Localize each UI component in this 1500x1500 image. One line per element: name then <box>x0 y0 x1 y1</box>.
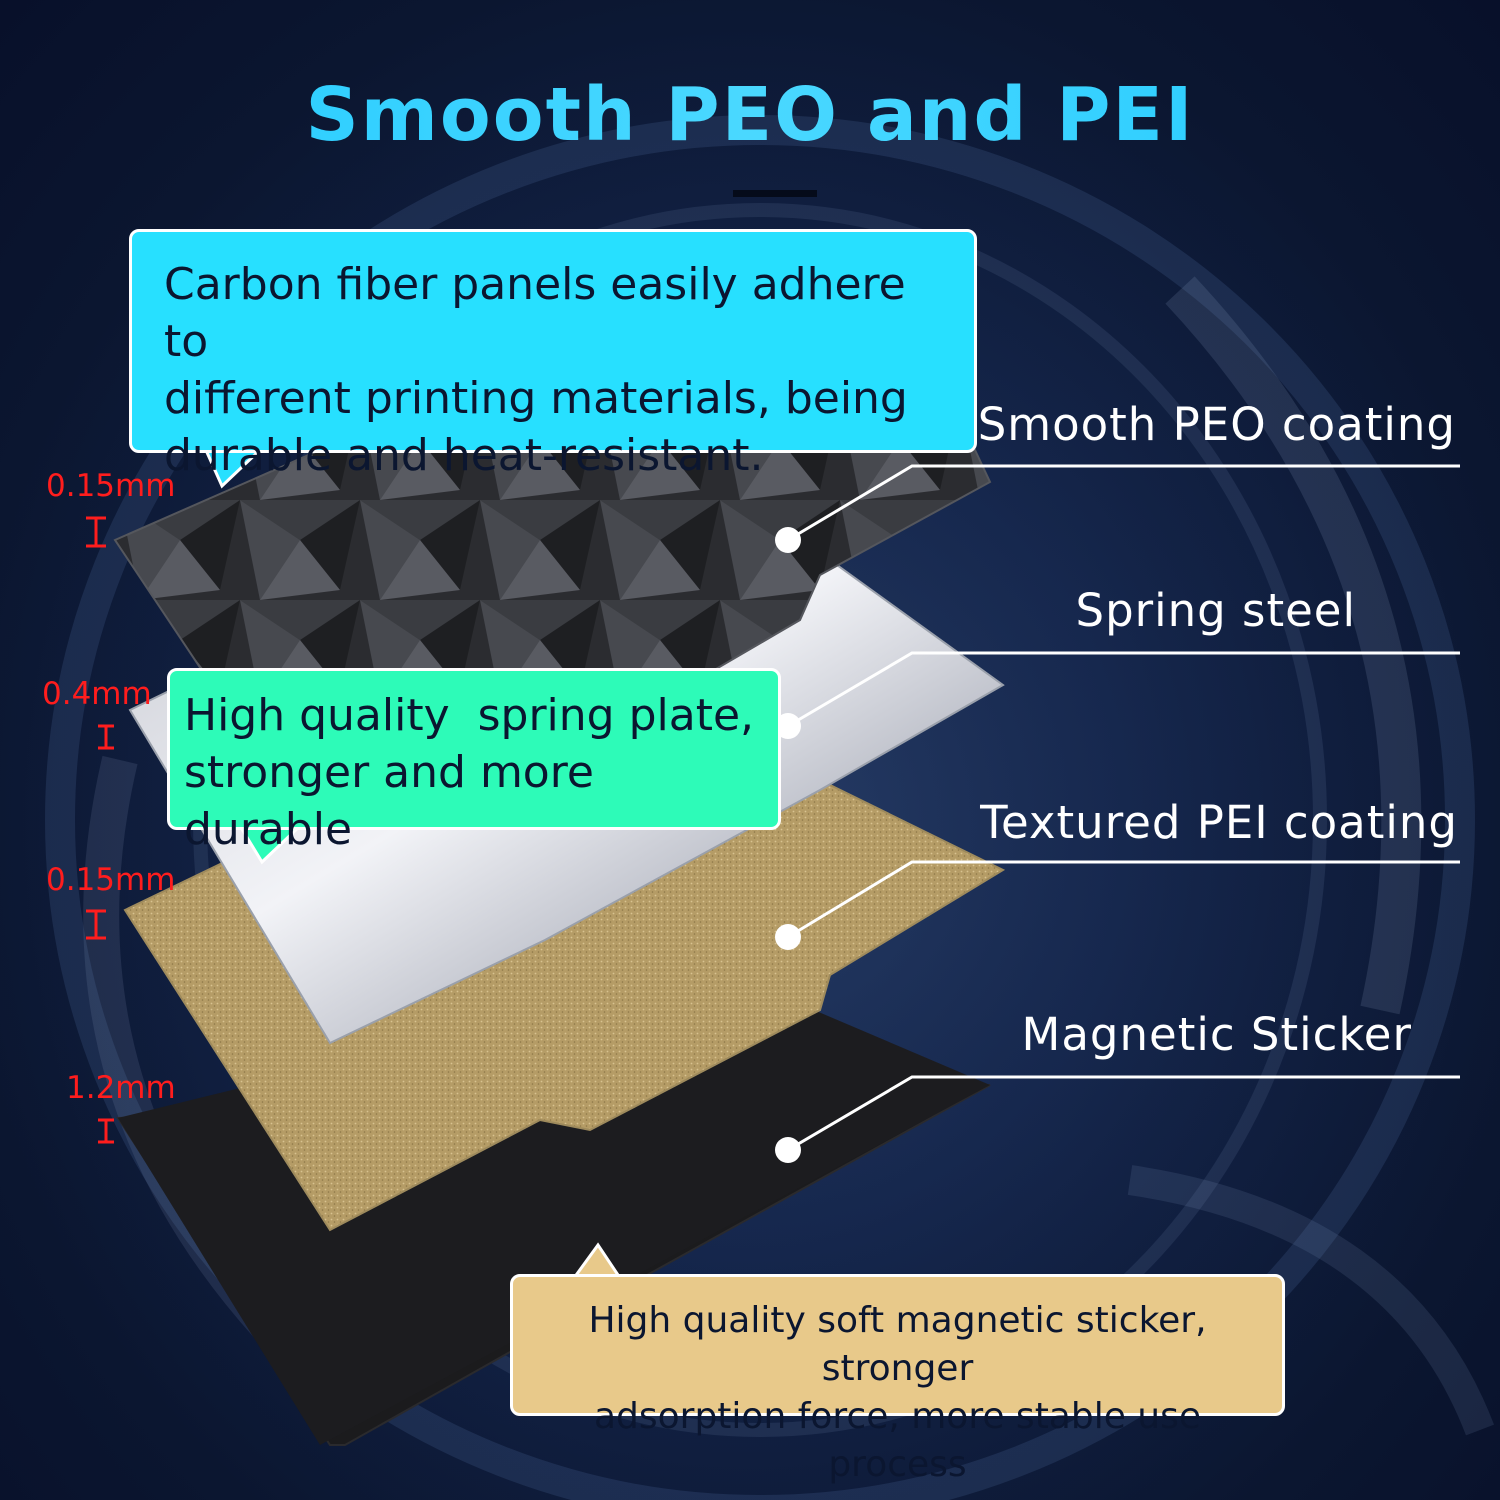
thickness-marker-2 <box>98 724 114 750</box>
thickness-marker-3 <box>86 909 106 940</box>
leader-line-peo <box>775 464 1460 553</box>
callout-spring-plate: High quality spring plate, stronger and … <box>167 668 781 855</box>
callout-line: different printing materials, being <box>164 373 908 424</box>
layer-label-peo: Smooth PEO coating <box>977 398 1456 451</box>
layer-label-magnetic: Magnetic Sticker <box>1021 1008 1412 1061</box>
leader-line-steel <box>775 651 1460 739</box>
leader-line-pei <box>775 860 1460 950</box>
thickness-label-magnetic: 1.2mm <box>66 1070 176 1106</box>
callout-line: durable and heat-resistant. <box>164 430 764 481</box>
page-title: Smooth PEO and PEI <box>0 72 1500 158</box>
callout-line: High quality spring plate, <box>184 690 755 741</box>
callout-line: High quality soft magnetic sticker, stro… <box>588 1300 1207 1389</box>
thickness-label-pei: 0.15mm <box>46 862 176 898</box>
callout-carbon-fiber: Carbon fiber panels easily adhere to dif… <box>129 229 977 481</box>
callout-line: adsorption force, more stable use proces… <box>593 1396 1202 1485</box>
thickness-marker-1 <box>86 516 106 548</box>
layer-label-pei: Textured PEI coating <box>980 796 1458 849</box>
thickness-label-spring-steel: 0.4mm <box>42 676 152 712</box>
callout-line: Carbon fiber panels easily adhere to <box>164 259 906 367</box>
callout-magnetic-sticker: High quality soft magnetic sticker, stro… <box>510 1274 1285 1485</box>
callout-line: stronger and more durable <box>184 747 594 855</box>
layer-label-spring-steel: Spring steel <box>1075 584 1356 637</box>
thickness-label-peo: 0.15mm <box>46 468 176 504</box>
title-underline <box>733 190 817 197</box>
leader-line-magnet <box>775 1075 1460 1163</box>
thickness-marker-4 <box>98 1118 114 1144</box>
